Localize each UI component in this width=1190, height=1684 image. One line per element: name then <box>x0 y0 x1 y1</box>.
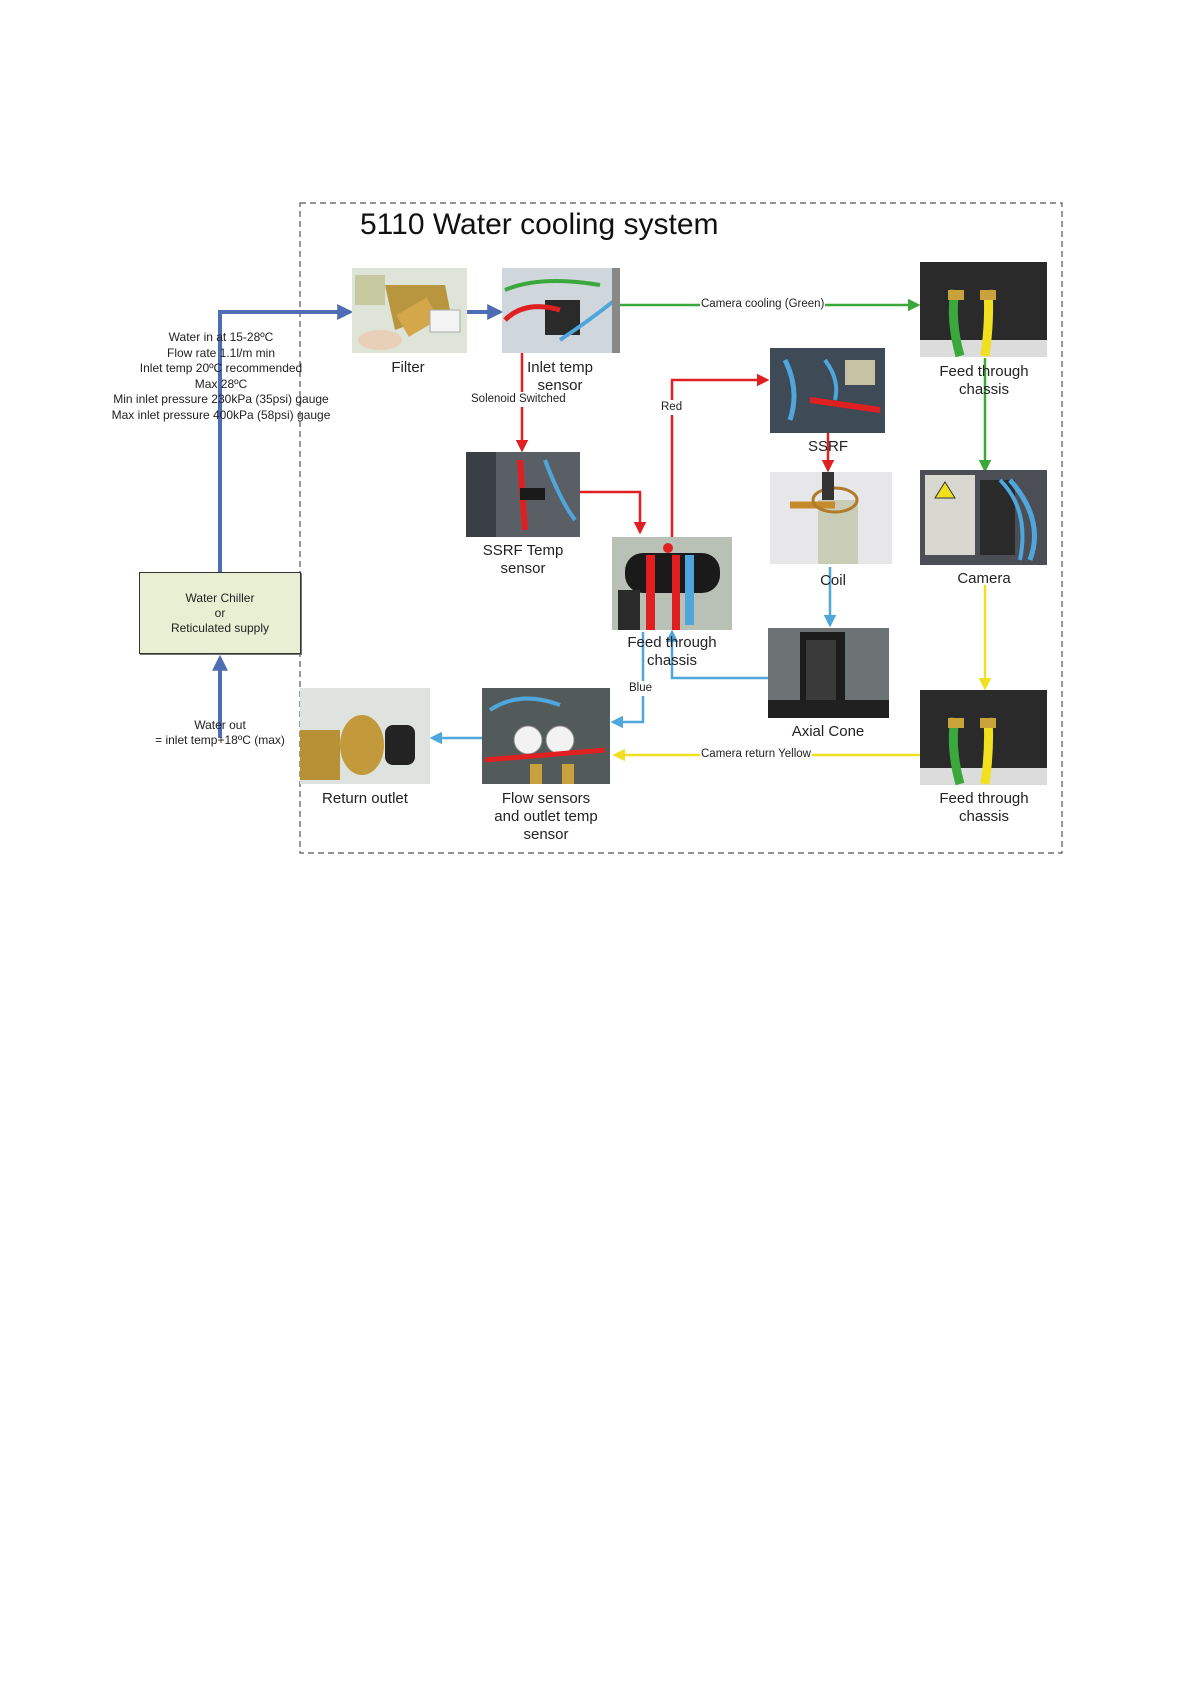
supply-line-up <box>218 304 354 572</box>
label-line: Feed through <box>939 790 1029 807</box>
water-chiller-box: Water Chiller or Reticulated supply <box>139 572 301 654</box>
return-outlet-photo <box>300 688 430 784</box>
system-boundary <box>299 202 1063 854</box>
chiller-line: or <box>214 605 226 620</box>
camera-photo <box>920 470 1047 565</box>
axial-cone-photo <box>768 628 889 718</box>
blue-line-feed-to-flow <box>610 632 645 729</box>
flow-sensors-photo <box>482 688 610 784</box>
label-line: chassis <box>958 381 1010 398</box>
feed-through-center-label: Feed through chassis <box>617 634 727 670</box>
chiller-line: Water Chiller <box>185 590 255 605</box>
inlet-info-line: Inlet temp 20ºC recommended <box>139 361 303 375</box>
inlet-info-line: Max inlet pressure 400kPa (58psi) gauge <box>111 407 331 422</box>
label-line: chassis <box>646 652 698 669</box>
red-line-label: Red <box>660 400 684 415</box>
flow-sensors-label: Flow sensors and outlet temp sensor <box>481 790 611 844</box>
water-out-line: = inlet temp+18ºC (max) <box>155 733 285 747</box>
label-line: Feed through <box>939 363 1029 380</box>
filter-photo <box>352 268 467 353</box>
axial-cone-label: Axial Cone <box>791 723 865 740</box>
red-line-feed-to-ssrf <box>670 373 770 537</box>
label-line: sensor <box>537 377 583 394</box>
filter-label: Filter <box>391 359 425 376</box>
ssrf-temp-sensor-label: SSRF Temp sensor <box>473 542 573 578</box>
feed-through-center-photo <box>612 537 732 630</box>
return-outlet-label: Return outlet <box>322 790 408 807</box>
label-line: Flow sensors <box>501 790 591 807</box>
camera-label: Camera <box>957 570 1011 587</box>
ssrf-photo <box>770 348 885 433</box>
label-line: SSRF Temp <box>482 542 564 559</box>
inlet-info: Water in at 15-28ºC Flow rate 1.1l/m min… <box>96 330 346 423</box>
water-out-line: Water out <box>194 718 246 732</box>
blue-line-label: Blue <box>628 681 654 696</box>
diagram-title: 5110 Water cooling system <box>360 208 719 241</box>
inlet-temp-sensor-label: Inlet temp sensor <box>510 359 610 395</box>
chiller-line: Reticulated supply <box>170 620 270 635</box>
inlet-info-line: Min inlet pressure 230kPa (35psi) gauge <box>113 392 329 406</box>
label-line: Inlet temp <box>527 359 593 376</box>
water-out-label: Water out = inlet temp+18ºC (max) <box>150 718 290 748</box>
feed-through-top-label: Feed through chassis <box>929 363 1039 399</box>
feed-through-bottom-label: Feed through chassis <box>929 790 1039 826</box>
inlet-info-line: Flow rate 1.1l/m min <box>166 345 276 360</box>
coil-photo <box>770 472 892 564</box>
feed-through-top-photo <box>920 262 1047 358</box>
coil-label: Coil <box>820 572 846 589</box>
inlet-info-line: Water in at 15-28ºC <box>168 330 274 344</box>
camera-return-label: Camera return Yellow <box>700 747 812 762</box>
ssrf-temp-sensor-photo <box>466 452 580 537</box>
feed-through-bottom-photo <box>920 690 1047 786</box>
label-line: sensor <box>500 560 546 577</box>
inlet-info-line: Max 28ºC <box>194 376 248 391</box>
label-line: sensor <box>523 826 569 843</box>
red-line-ssrf-temp-to-feed <box>578 490 647 535</box>
camera-cooling-label: Camera cooling (Green) <box>700 297 826 312</box>
label-line: and outlet temp <box>494 808 598 825</box>
blue-line-cone-to-feed <box>665 629 768 680</box>
solenoid-switched-label: Solenoid Switched <box>470 392 567 407</box>
ssrf-label: SSRF <box>807 438 848 455</box>
label-line: Feed through <box>627 634 717 651</box>
inlet-temp-sensor-photo <box>502 268 620 353</box>
label-line: chassis <box>958 808 1010 825</box>
